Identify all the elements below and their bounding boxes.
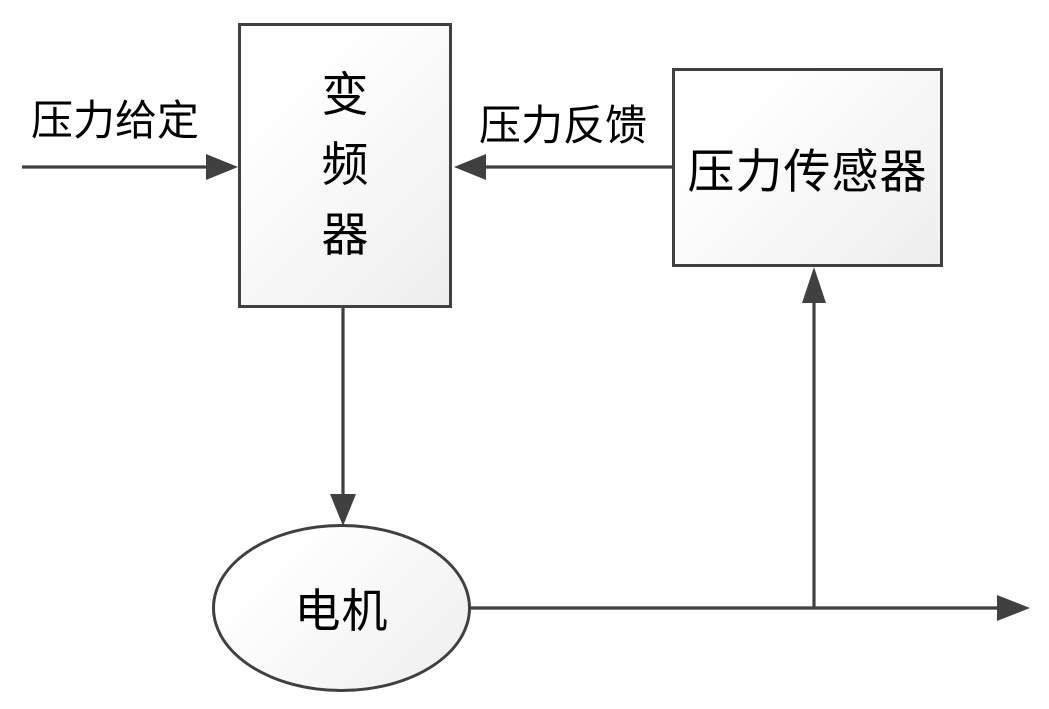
node-pressure-sensor: 压力传感器	[672, 68, 943, 267]
feedback-edge-label: 压力反馈	[479, 104, 648, 150]
motor-label: 电机	[294, 586, 389, 637]
motor-output-arrow	[470, 595, 1030, 621]
setpoint-edge-label: 压力给定	[31, 99, 200, 145]
feedback-arrow	[454, 154, 672, 180]
inverter-label: 变频器	[321, 69, 369, 262]
output-to-sensor-arrow	[802, 267, 826, 608]
node-motor: 电机	[212, 524, 471, 692]
setpoint-arrow	[22, 154, 238, 180]
pressure-sensor-label: 压力传感器	[687, 147, 928, 199]
node-inverter: 变频器	[238, 23, 452, 308]
inverter-to-motor-arrow	[330, 308, 356, 526]
